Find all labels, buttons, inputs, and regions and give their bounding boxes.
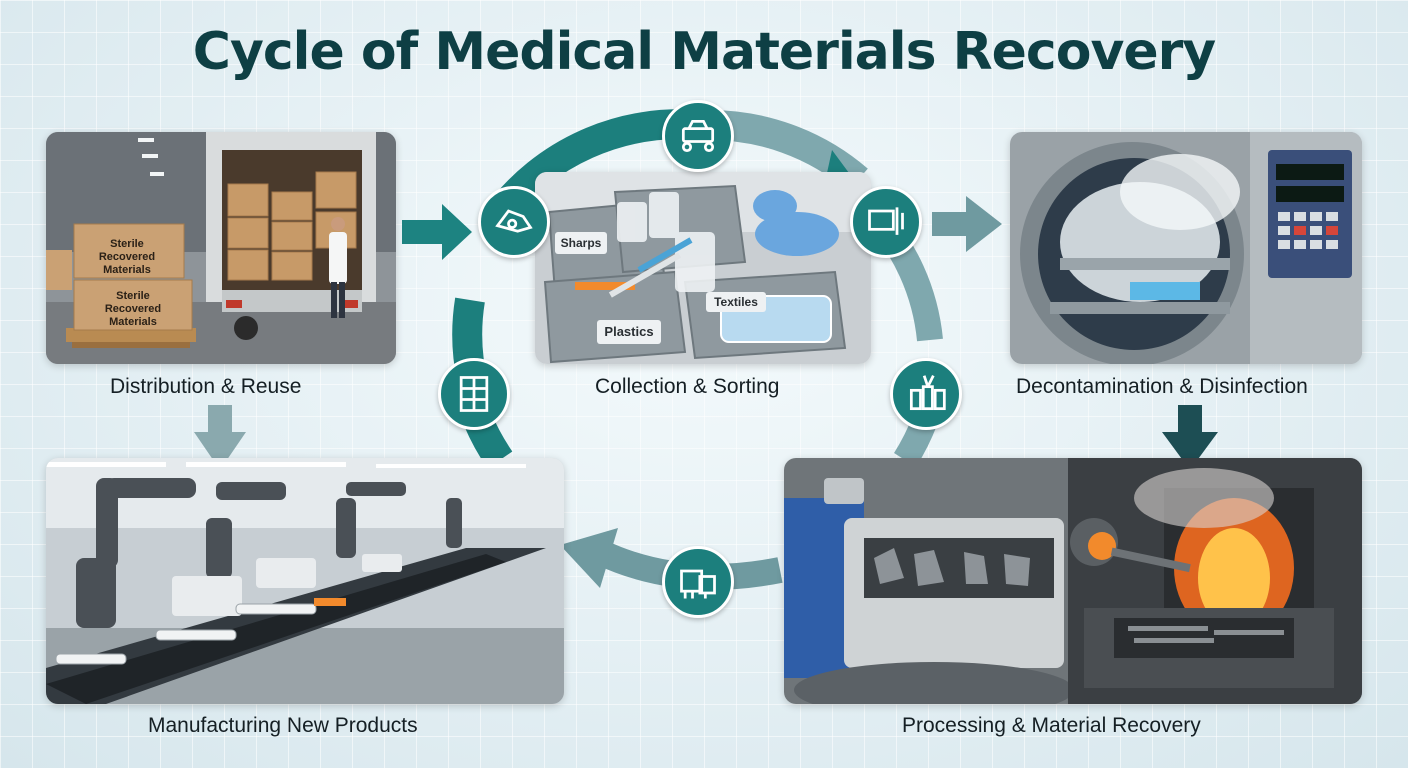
- caption-collection: Collection & Sorting: [595, 375, 780, 398]
- bin-label-sharps: Sharps: [555, 232, 607, 254]
- vials-icon: [890, 358, 962, 430]
- arrow-to-manufacturing-head: [560, 528, 618, 588]
- panel-manufacturing: [46, 458, 564, 704]
- medical-cart-icon: [478, 186, 550, 258]
- bin-label-textiles: Textiles: [706, 292, 766, 312]
- surgical-tool-icon: [850, 186, 922, 258]
- manufacturing-machine-icon: [438, 358, 510, 430]
- hospital-bed-icon: [662, 100, 734, 172]
- arrow-to-decon: [932, 196, 1002, 252]
- caption-processing: Processing & Material Recovery: [902, 714, 1201, 737]
- caption-decon: Decontamination & Disinfection: [1016, 375, 1308, 398]
- bin-label-plastics: Plastics: [597, 320, 661, 344]
- panel-processing: [784, 458, 1362, 704]
- page-title: Cycle of Medical Materials Recovery: [192, 22, 1216, 82]
- panel-decon: [1010, 132, 1362, 364]
- panel-distribution: [46, 132, 396, 364]
- panel-collection: [535, 172, 871, 364]
- box-label-2: Sterile Recovered Materials: [104, 290, 162, 328]
- caption-manufacturing: Manufacturing New Products: [148, 714, 418, 737]
- caption-distribution: Distribution & Reuse: [110, 375, 302, 398]
- box-label-1: Sterile Recovered Materials: [98, 238, 156, 276]
- arrow-to-collection: [402, 204, 472, 260]
- shredder-icon: [662, 546, 734, 618]
